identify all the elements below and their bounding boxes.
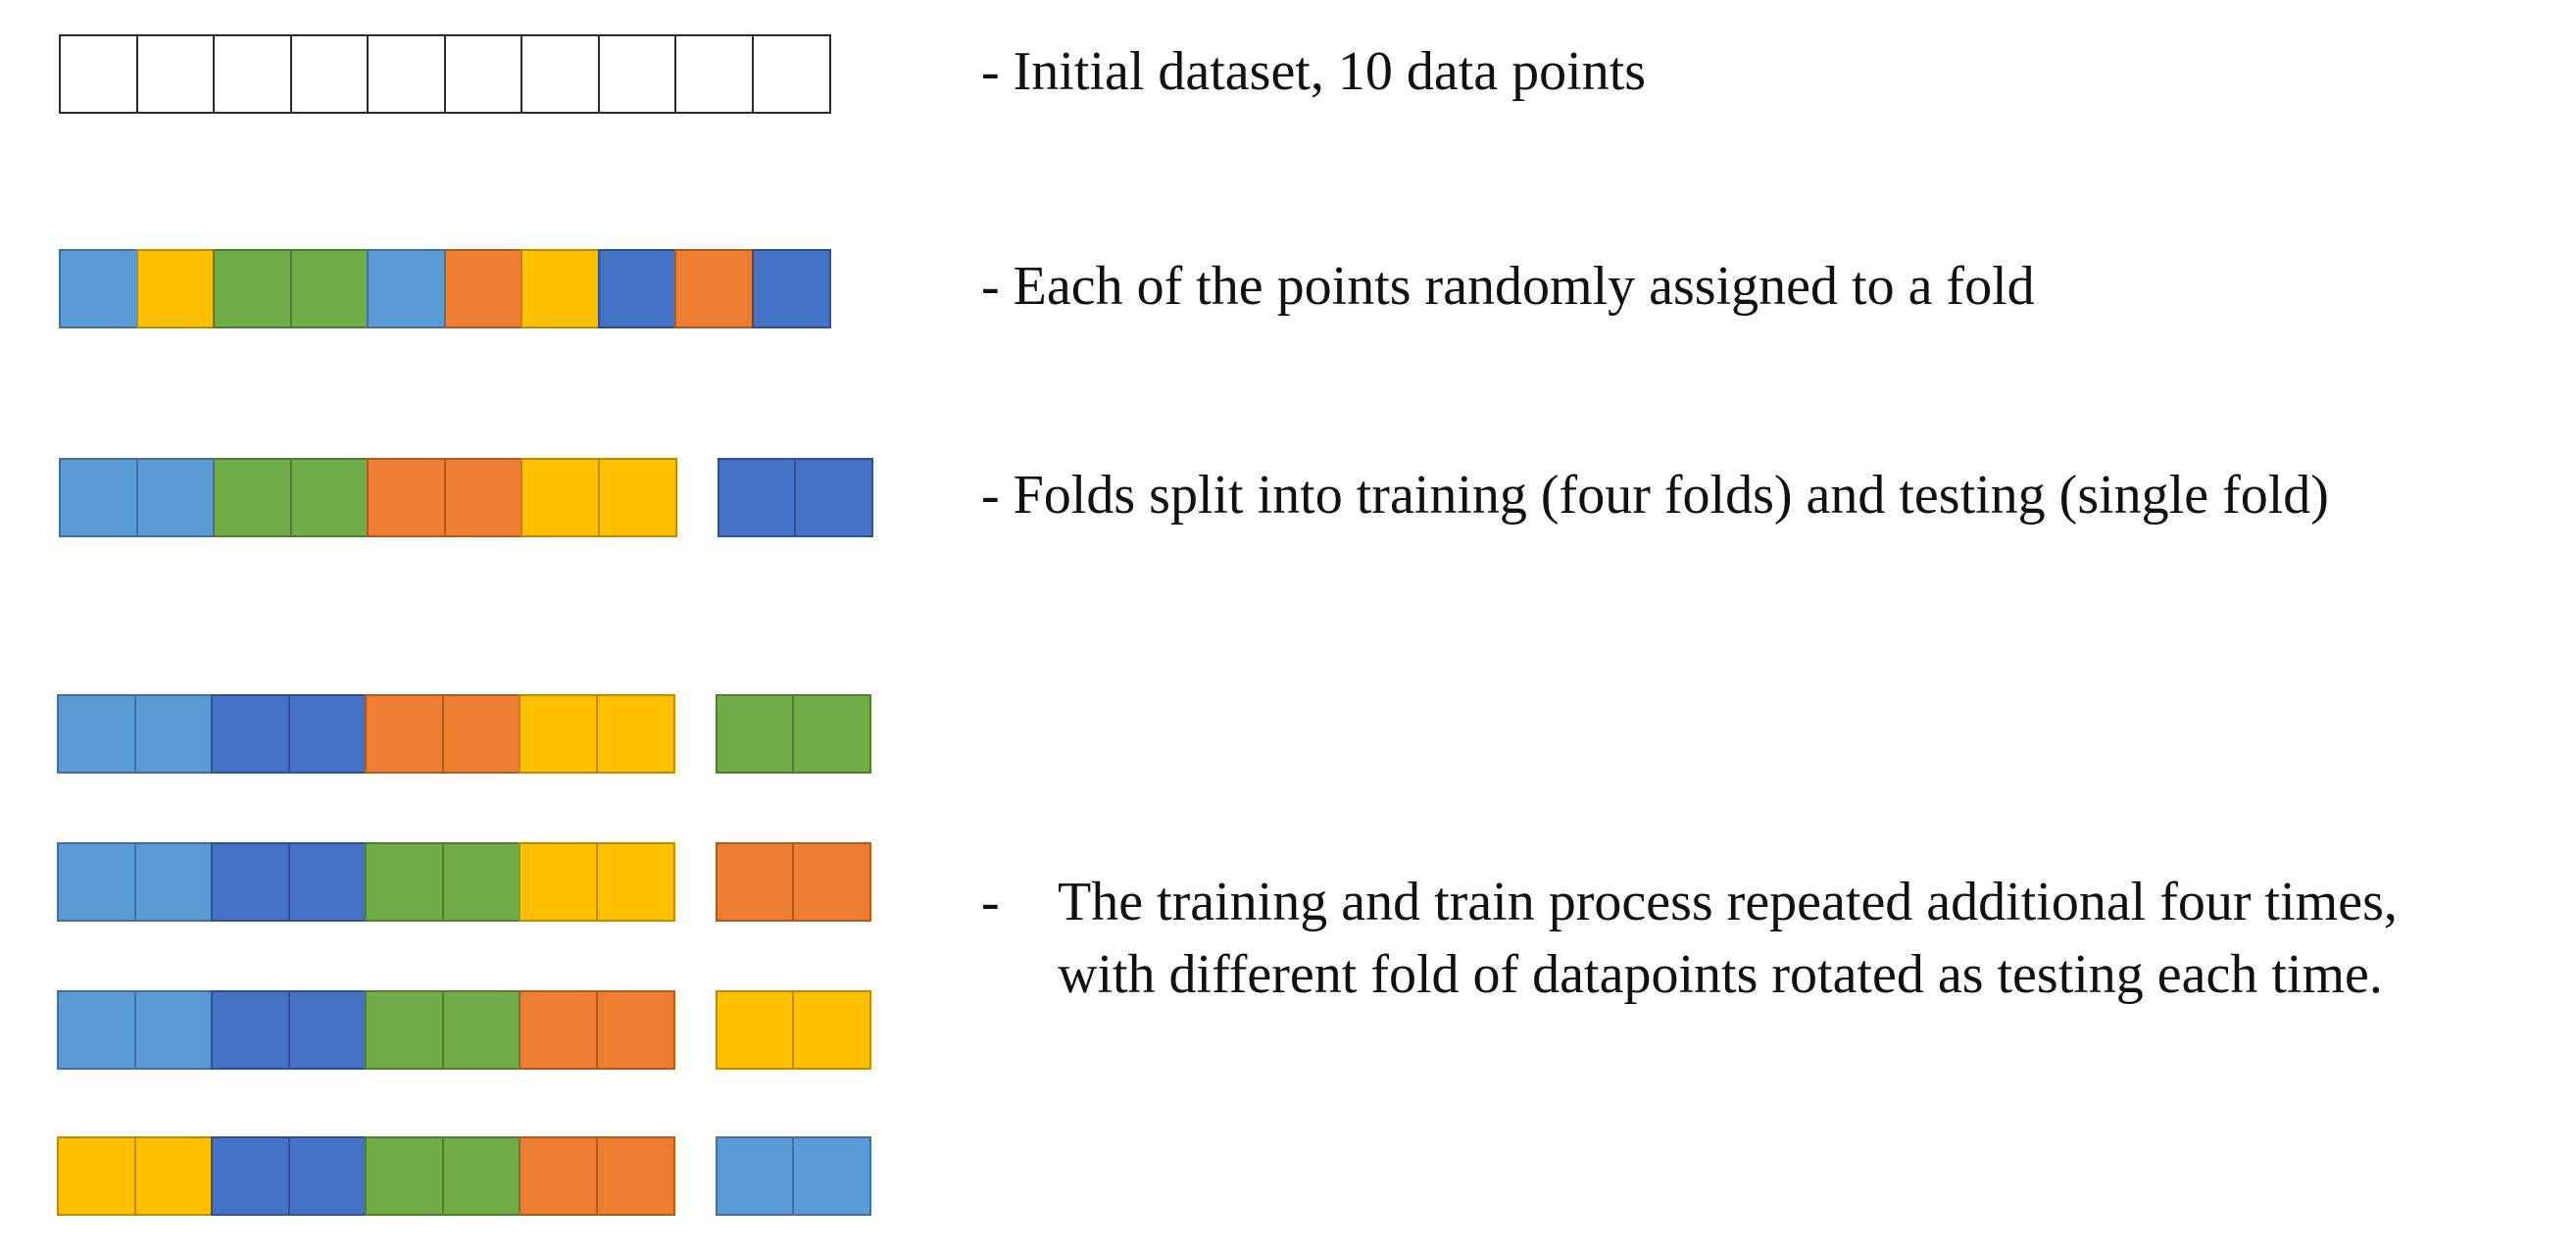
rotation-description: - The training and train process repeate… — [981, 866, 2398, 1011]
fold-cell-green — [365, 842, 444, 922]
fold-cell-dark-blue — [287, 990, 368, 1070]
data-point-cell — [135, 34, 216, 114]
testing-fold-strip — [715, 990, 871, 1070]
fold-cell-light-blue — [59, 249, 138, 328]
fold-cell-dark-blue — [211, 694, 290, 774]
fold-cell-light-blue — [133, 990, 214, 1070]
fold-cell-dark-blue — [597, 249, 677, 328]
fold-cell-dark-blue — [211, 1136, 290, 1216]
fold-cell-light-blue — [133, 842, 214, 922]
fold-cell-yellow — [715, 990, 795, 1070]
rotation-description-dash: - — [981, 872, 1000, 932]
fold-cell-orange — [595, 1136, 675, 1216]
split-folds-row — [59, 458, 873, 537]
fold-cell-yellow — [133, 1136, 214, 1216]
fold-cell-yellow — [520, 458, 600, 537]
data-point-cell — [751, 34, 831, 114]
fold-cell-orange — [365, 694, 444, 774]
fold-cell-dark-blue — [751, 249, 831, 328]
fold-cell-yellow — [135, 249, 216, 328]
fold-cell-orange — [792, 842, 871, 922]
fold-cell-green — [289, 249, 370, 328]
data-point-cell — [443, 34, 523, 114]
assigned-folds-strip — [59, 249, 831, 328]
fold-cell-orange — [715, 842, 795, 922]
fold-cell-light-blue — [367, 249, 446, 328]
testing-fold-strip — [717, 458, 873, 537]
fold-cell-green — [213, 458, 292, 537]
initial-dataset-row — [59, 34, 831, 114]
data-point-cell — [597, 34, 677, 114]
fold-cell-green — [792, 694, 871, 774]
fold-cell-green — [365, 990, 444, 1070]
fold-cell-orange — [443, 249, 523, 328]
rotation-description-line-1: The training and train process repeated … — [1058, 872, 2398, 932]
data-point-cell — [367, 34, 446, 114]
fold-cell-yellow — [520, 249, 600, 328]
fold-cell-light-blue — [57, 990, 136, 1070]
fold-cell-light-blue — [57, 694, 136, 774]
fold-cell-dark-blue — [287, 842, 368, 922]
fold-cell-orange — [441, 694, 521, 774]
training-folds-strip — [57, 1136, 675, 1216]
fold-cell-dark-blue — [211, 990, 290, 1070]
fold-cell-yellow — [792, 990, 871, 1070]
initial-dataset-label: - Initial dataset, 10 data points — [981, 41, 1647, 102]
fold-cell-yellow — [595, 842, 675, 922]
training-folds-strip — [57, 694, 675, 774]
fold-cell-orange — [519, 990, 598, 1070]
data-point-cell — [213, 34, 292, 114]
fold-cell-yellow — [595, 694, 675, 774]
assigned-folds-row — [59, 249, 831, 328]
rotation-row-4 — [57, 1136, 871, 1216]
fold-cell-green — [213, 249, 292, 328]
fold-cell-orange — [367, 458, 446, 537]
training-folds-strip — [57, 842, 675, 922]
testing-fold-strip — [715, 842, 871, 922]
data-point-cell — [520, 34, 600, 114]
fold-cell-orange — [443, 458, 523, 537]
data-point-cell — [674, 34, 754, 114]
fold-cell-dark-blue — [287, 1136, 368, 1216]
testing-fold-strip — [715, 1136, 871, 1216]
rotation-row-3 — [57, 990, 871, 1070]
fold-cell-light-blue — [59, 458, 138, 537]
rotation-description-line-2: with different fold of datapoints rotate… — [1058, 944, 2383, 1005]
testing-fold-strip — [715, 694, 871, 774]
data-point-cell — [59, 34, 138, 114]
fold-cell-light-blue — [133, 694, 214, 774]
data-point-cell — [289, 34, 370, 114]
fold-cell-light-blue — [715, 1136, 795, 1216]
fold-cell-dark-blue — [287, 694, 368, 774]
fold-cell-light-blue — [57, 842, 136, 922]
fold-cell-dark-blue — [211, 842, 290, 922]
fold-cell-yellow — [597, 458, 677, 537]
fold-cell-dark-blue — [794, 458, 873, 537]
fold-cell-light-blue — [135, 458, 216, 537]
rotation-row-1 — [57, 694, 871, 774]
fold-cell-orange — [595, 990, 675, 1070]
fold-cell-dark-blue — [717, 458, 797, 537]
training-folds-strip — [59, 458, 677, 537]
assigned-folds-label: - Each of the points randomly assigned t… — [981, 256, 2035, 317]
fold-cell-green — [441, 990, 521, 1070]
training-folds-strip — [57, 990, 675, 1070]
fold-cell-green — [289, 458, 370, 537]
fold-cell-green — [365, 1136, 444, 1216]
split-folds-label: - Folds split into training (four folds)… — [981, 465, 2329, 526]
rotation-row-2 — [57, 842, 871, 922]
fold-cell-green — [441, 1136, 521, 1216]
fold-cell-orange — [674, 249, 754, 328]
fold-cell-light-blue — [792, 1136, 871, 1216]
fold-cell-yellow — [519, 842, 598, 922]
initial-dataset-strip — [59, 34, 831, 114]
fold-cell-yellow — [57, 1136, 136, 1216]
fold-cell-green — [715, 694, 795, 774]
fold-cell-yellow — [519, 694, 598, 774]
fold-cell-green — [441, 842, 521, 922]
fold-cell-orange — [519, 1136, 598, 1216]
